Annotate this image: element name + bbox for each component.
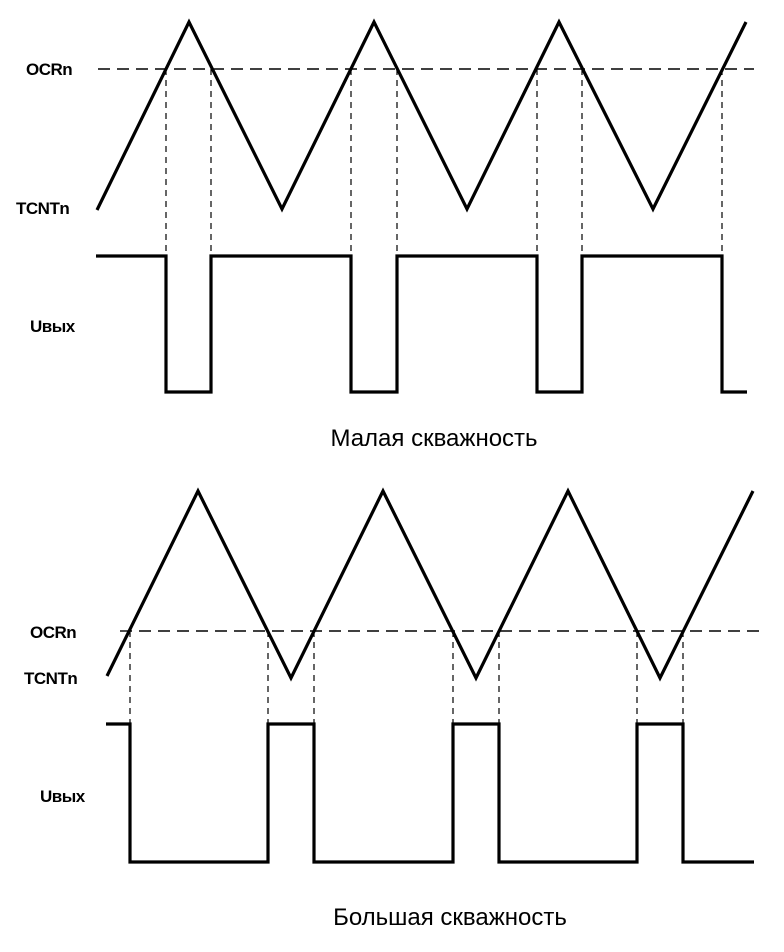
uout-waveform-1 — [96, 254, 747, 394]
caption-small-duty: Малая скважность — [330, 425, 537, 452]
uout-label-1: Uвых — [30, 317, 76, 336]
crossing-markers-2 — [129, 631, 684, 862]
crossing-markers-1 — [165, 69, 723, 392]
panel-small-duty: OCRn TCNTn Uвых Малая скважность — [16, 18, 754, 452]
tcntn-label-2: TCNTn — [24, 669, 77, 688]
tcntn-waveform-2 — [105, 487, 755, 682]
ocrn-label-2: OCRn — [30, 623, 76, 642]
tcntn-label-1: TCNTn — [16, 199, 69, 218]
ocrn-label-1: OCRn — [26, 60, 72, 79]
panel-large-duty: OCRn TCNTn Uвых Большая скважность — [24, 487, 764, 931]
tcntn-waveform-1 — [95, 18, 748, 213]
uout-label-2: Uвых — [40, 787, 86, 806]
caption-large-duty: Большая скважность — [333, 904, 567, 931]
uout-waveform-2 — [106, 722, 754, 864]
